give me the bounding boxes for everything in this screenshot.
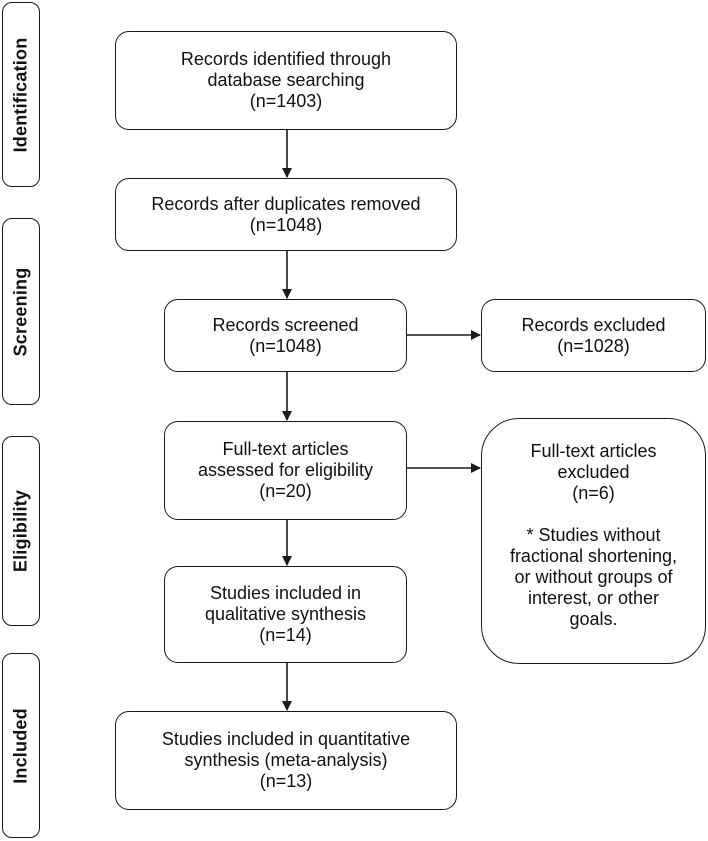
phase-eligibility: Eligibility: [2, 436, 40, 626]
phase-identification: Identification: [2, 2, 40, 187]
fulltext-excluded-line-1: Full-text articles: [530, 441, 657, 461]
exclusion-reason-line-3: or without groups of: [514, 567, 673, 587]
records-excluded-label: Records excluded: [521, 314, 666, 335]
phase-eligibility-label: Eligibility: [10, 489, 31, 573]
qualitative-synthesis-box: Studies included in qualitative synthesi…: [164, 566, 407, 663]
duplicates-removed-label: Records after duplicates removed: [151, 193, 421, 214]
qualitative-synthesis-count: (n=14): [259, 625, 312, 645]
records-identified-box: Records identified through database sear…: [115, 31, 457, 130]
phase-screening-label: Screening: [10, 267, 31, 356]
records-excluded-box: Records excluded (n=1028): [481, 299, 706, 372]
records-screened-count: (n=1048): [249, 335, 322, 356]
fulltext-excluded-line-2: excluded: [557, 462, 630, 482]
fulltext-assessed-count: (n=20): [259, 481, 312, 501]
quantitative-synthesis-line-1: Studies included in quantitative: [161, 729, 411, 749]
quantitative-synthesis-count: (n=13): [259, 771, 313, 791]
records-excluded-count: (n=1028): [557, 335, 630, 356]
fulltext-excluded-count: (n=6): [572, 483, 615, 503]
exclusion-reason-line-2: fractional shortening,: [509, 546, 678, 566]
fulltext-assessed-line-1: Full-text articles: [222, 439, 349, 459]
exclusion-reason-line-5: goals.: [569, 609, 618, 629]
exclusion-reason-line-4: interest, or other: [527, 588, 660, 608]
records-identified-line-1: Records identified through: [180, 49, 392, 69]
quantitative-synthesis-line-2: synthesis (meta-analysis): [184, 750, 388, 770]
duplicates-removed-count: (n=1048): [249, 214, 323, 235]
qualitative-synthesis-line-1: Studies included in: [209, 583, 362, 603]
duplicates-removed-box: Records after duplicates removed (n=1048…: [115, 178, 457, 251]
phase-included-label: Included: [10, 707, 31, 784]
phase-identification-label: Identification: [10, 37, 31, 152]
records-screened-box: Records screened (n=1048): [164, 299, 407, 372]
fulltext-assessed-line-2: assessed for eligibility: [197, 460, 374, 480]
quantitative-synthesis-box: Studies included in quantitative synthes…: [115, 711, 457, 810]
phase-screening: Screening: [2, 218, 40, 405]
fulltext-excluded-box: Full-text articles excluded (n=6) * Stud…: [481, 418, 706, 664]
records-identified-line-2: database searching: [207, 70, 365, 90]
records-screened-label: Records screened: [212, 314, 359, 335]
exclusion-reason-line-1: * Studies without: [526, 525, 661, 545]
qualitative-synthesis-line-2: qualitative synthesis: [204, 604, 367, 624]
records-identified-count: (n=1403): [249, 91, 323, 111]
phase-included: Included: [2, 653, 40, 838]
fulltext-assessed-box: Full-text articles assessed for eligibil…: [164, 421, 407, 520]
